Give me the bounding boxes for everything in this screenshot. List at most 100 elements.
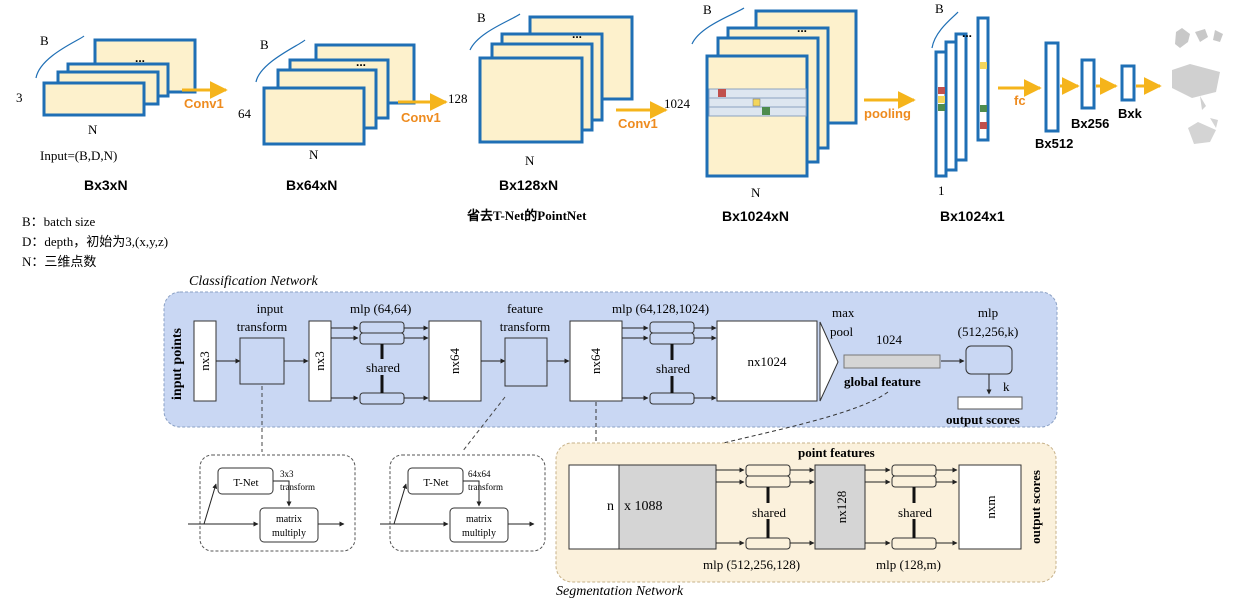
tnet-left-panel: T-Net 3x3 transform matrix multiply <box>188 454 356 552</box>
mlp-unit <box>745 537 791 550</box>
point-features-label: point features <box>798 445 875 460</box>
feature-transform-line2: transform <box>500 319 551 334</box>
stage1-stack: B ... 3 N Input=(B,D,N) Bx3xN <box>16 33 197 193</box>
mlp2-label: mlp (64,128,1024) <box>612 301 709 316</box>
stage4-title: Bx1024xN <box>722 208 789 224</box>
conv1-label: Conv1 <box>184 96 224 111</box>
mlp-unit <box>745 475 791 488</box>
matrix-left-1: matrix <box>276 514 302 525</box>
mlp1-label: mlp (64,64) <box>350 301 411 316</box>
mlp3-line1: mlp <box>978 305 998 320</box>
vector-column <box>934 50 948 178</box>
input-nx3-label: nx3 <box>197 351 212 371</box>
shared-label-bg <box>748 503 790 519</box>
seg-nx128-block <box>814 464 866 550</box>
seg-nxm-block <box>958 464 1022 550</box>
stage5-one-label: 1 <box>938 183 945 198</box>
flow-arrow <box>203 483 218 525</box>
seg-nx128-label: nx128 <box>834 491 849 524</box>
red-feature-square <box>938 87 945 94</box>
conv2-label: Conv1 <box>401 110 441 125</box>
legend-b: B：batch size <box>22 214 96 229</box>
mlp2-shared: shared <box>622 321 717 405</box>
mlp-unit <box>649 321 695 334</box>
stage2-n-label: N <box>309 147 319 162</box>
mlp-unit <box>649 392 695 405</box>
global-feature-bar <box>843 354 941 369</box>
red-feature-square <box>980 122 987 129</box>
seg-shared2-label: shared <box>898 505 932 520</box>
matrix-left-2: multiply <box>272 528 306 539</box>
stage3-title: Bx128xN <box>499 177 558 193</box>
input-transform-line1: input <box>257 301 284 316</box>
pooling-label: pooling <box>864 106 911 121</box>
feature-transform-block <box>504 337 548 387</box>
green-feature-square <box>762 107 770 115</box>
class-output-bar <box>957 396 1023 410</box>
tnet-right-panel: T-Net 64x64 transform matrix multiply <box>380 454 546 552</box>
seg-mlp1-label: mlp (512,256,128) <box>703 557 800 572</box>
flow-arrow <box>273 480 292 507</box>
classification-heading: Classification Network <box>189 274 319 289</box>
stage1-n-label: N <box>88 122 98 137</box>
stage3-stack: B ... 128 N Bx128xN 省去T-Net的PointNet <box>448 10 634 223</box>
batch-brace <box>931 11 959 49</box>
matrix-multiply-left-box <box>259 507 319 543</box>
seg-mlp2-shared: shared <box>865 464 958 550</box>
mlp3-line2: (512,256,k) <box>958 324 1019 339</box>
stage1-input-label: Input=(B,D,N) <box>40 148 117 163</box>
sheet <box>262 86 366 146</box>
stage4-stack: B ... 1024 N Bx1024xN <box>664 2 858 224</box>
mlp-unit <box>891 464 937 477</box>
tnet-right-transform-1: 64x64 <box>468 469 491 479</box>
shared-label-bg <box>894 503 936 519</box>
matrix-right-2: multiply <box>462 528 496 539</box>
fc-layer-512 <box>1044 41 1060 133</box>
legend-d: D：depth，初始为3,(x,y,z) <box>22 234 168 249</box>
k-label: k <box>1003 379 1010 394</box>
segmentation-heading: Segmentation Network <box>556 584 684 599</box>
transformed-nx64-label: nx64 <box>588 348 603 375</box>
mlp-unit <box>745 464 791 477</box>
batch-brace <box>35 35 85 79</box>
stage3-n-label: N <box>525 153 535 168</box>
stage4-n-label: N <box>751 185 761 200</box>
stage2-stack: B ... 64 N Bx64xN <box>238 37 416 193</box>
fc-label: fc <box>1014 93 1026 108</box>
green-feature-square <box>980 105 987 112</box>
stage4-b-label: B <box>703 2 712 17</box>
conv3-label: Conv1 <box>618 116 658 131</box>
batch-brace <box>469 13 521 51</box>
shared2-label: shared <box>656 361 690 376</box>
sheet <box>478 56 584 144</box>
max-pool-shape <box>819 321 839 402</box>
max-pool-line1: max <box>832 305 855 320</box>
legend-n: N：三维点数 <box>22 254 96 269</box>
stage3-dim-label: 128 <box>448 91 468 106</box>
shared-label-bg <box>364 359 402 375</box>
mlp-unit <box>359 321 405 334</box>
ellipsis: ... <box>356 55 366 69</box>
shared-label-bg <box>653 360 693 376</box>
nx64-label: nx64 <box>447 348 462 375</box>
tnet-left-label: T-Net <box>233 477 258 489</box>
sheet <box>42 81 146 117</box>
seg-mlp1-shared: shared <box>716 464 815 550</box>
yellow-feature-square <box>938 96 945 103</box>
fc-size-512: Bx512 <box>1035 136 1073 151</box>
flow-arrow <box>393 483 408 525</box>
stage3-subtitle: 省去T-Net的PointNet <box>466 208 587 223</box>
stage5-b-label: B <box>935 1 944 16</box>
stage5-title: Bx1024x1 <box>940 208 1005 224</box>
seg-shared1-label: shared <box>752 505 786 520</box>
tnet-right-transform-2: transform <box>468 482 503 492</box>
tnet-left-transform-2: transform <box>280 482 315 492</box>
fc-size-256: Bx256 <box>1071 116 1109 131</box>
mlp-unit <box>891 475 937 488</box>
tnet-right-label: T-Net <box>423 477 448 489</box>
batch-brace <box>691 7 745 45</box>
stage4-dim-label: 1024 <box>664 96 691 111</box>
shared1-label: shared <box>366 360 400 375</box>
seg-global-block <box>618 464 717 550</box>
tnet-link-right <box>461 396 506 453</box>
